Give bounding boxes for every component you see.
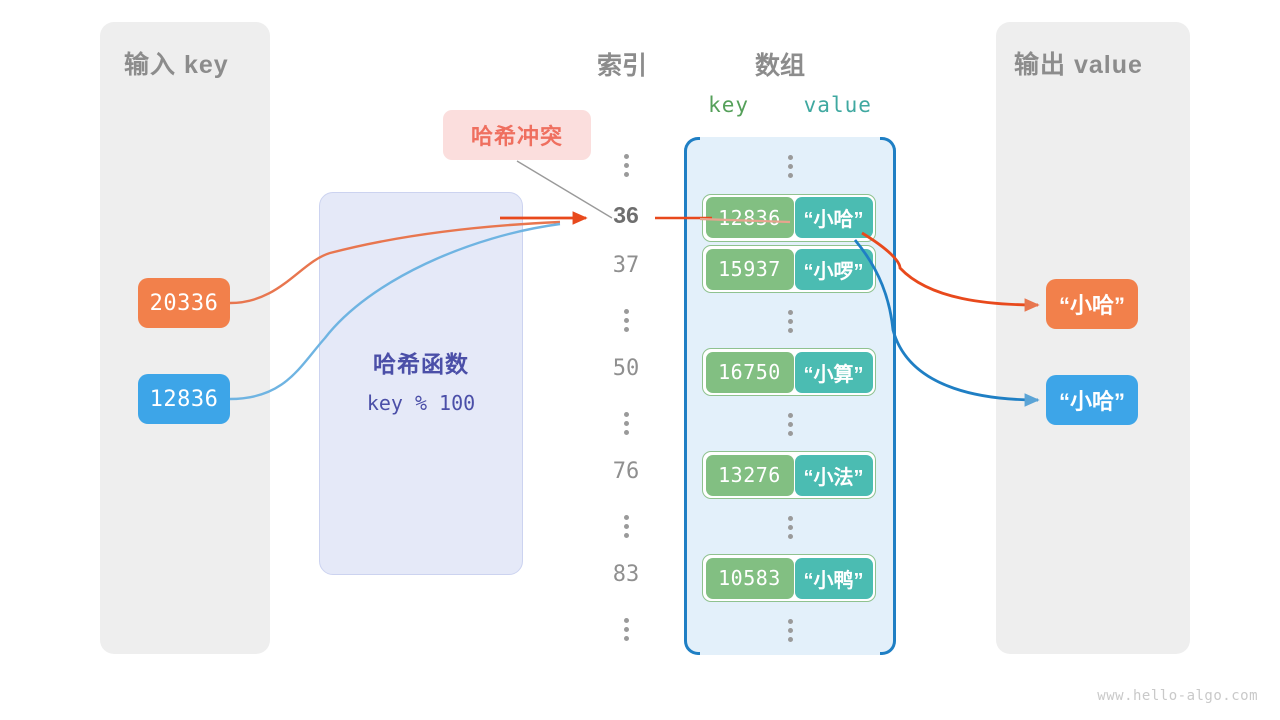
bucket-key: 13276	[705, 454, 794, 496]
watermark: www.hello-algo.com	[1097, 688, 1258, 704]
key-header-label: key	[708, 93, 750, 117]
bucket-row: 12836“小哈”	[702, 193, 876, 242]
array-ellipsis	[684, 618, 896, 642]
hash-collision-callout: 哈希冲突	[443, 110, 591, 160]
output-value-0: “小哈”	[1046, 279, 1138, 329]
array-left-bracket	[684, 137, 700, 655]
output-panel-title: 输出 value	[1014, 51, 1143, 79]
input-panel	[100, 22, 270, 654]
hash-function-formula: key % 100	[366, 391, 476, 415]
value-header-label: value	[803, 93, 872, 117]
index-label-36: 36	[613, 201, 639, 228]
index-ellipsis	[596, 411, 656, 435]
hash-table-array: 12836“小哈”15937“小啰”16750“小算”13276“小法”1058…	[684, 137, 896, 655]
hash-function-box: 哈希函数 key % 100	[319, 192, 523, 575]
index-label-50: 50	[612, 356, 640, 381]
array-ellipsis	[684, 155, 896, 178]
input-key-1: 12836	[138, 374, 230, 424]
index-column: 36 37 50 76 83	[596, 136, 656, 658]
output-value-1: “小哈”	[1046, 375, 1138, 425]
bucket-value: “小啰”	[794, 248, 873, 290]
array-right-bracket	[880, 137, 896, 655]
array-ellipsis	[684, 515, 896, 539]
array-column-heading: 数组	[755, 52, 806, 80]
input-key-0: 20336	[138, 278, 230, 328]
bucket-row: 15937“小啰”	[702, 245, 876, 293]
bucket-value: “小算”	[794, 351, 873, 393]
index-column-heading: 索引	[597, 52, 648, 80]
index-ellipsis	[596, 617, 656, 641]
index-ellipsis	[596, 154, 656, 177]
bucket-row: 10583“小鸭”	[702, 554, 876, 602]
index-ellipsis	[596, 514, 656, 538]
input-panel-title: 输入 key	[124, 51, 229, 79]
array-ellipsis	[684, 309, 896, 333]
index-label-37: 37	[612, 253, 640, 278]
hash-function-title: 哈希函数	[373, 351, 469, 377]
bucket-key: 12836	[705, 197, 794, 238]
index-label-76: 76	[612, 459, 640, 484]
bucket-value: “小哈”	[794, 197, 873, 238]
bucket-row: 13276“小法”	[702, 451, 876, 499]
bucket-key: 16750	[705, 351, 794, 393]
bucket-key: 15937	[705, 248, 794, 290]
bucket-value: “小法”	[794, 454, 873, 496]
bucket-key: 10583	[705, 557, 794, 599]
key-value-header: key value	[684, 93, 896, 117]
index-label-83: 83	[612, 562, 640, 587]
array-ellipsis	[684, 412, 896, 436]
bucket-value: “小鸭”	[794, 557, 873, 599]
output-panel	[996, 22, 1190, 654]
bucket-row: 16750“小算”	[702, 348, 876, 396]
index-ellipsis	[596, 308, 656, 332]
